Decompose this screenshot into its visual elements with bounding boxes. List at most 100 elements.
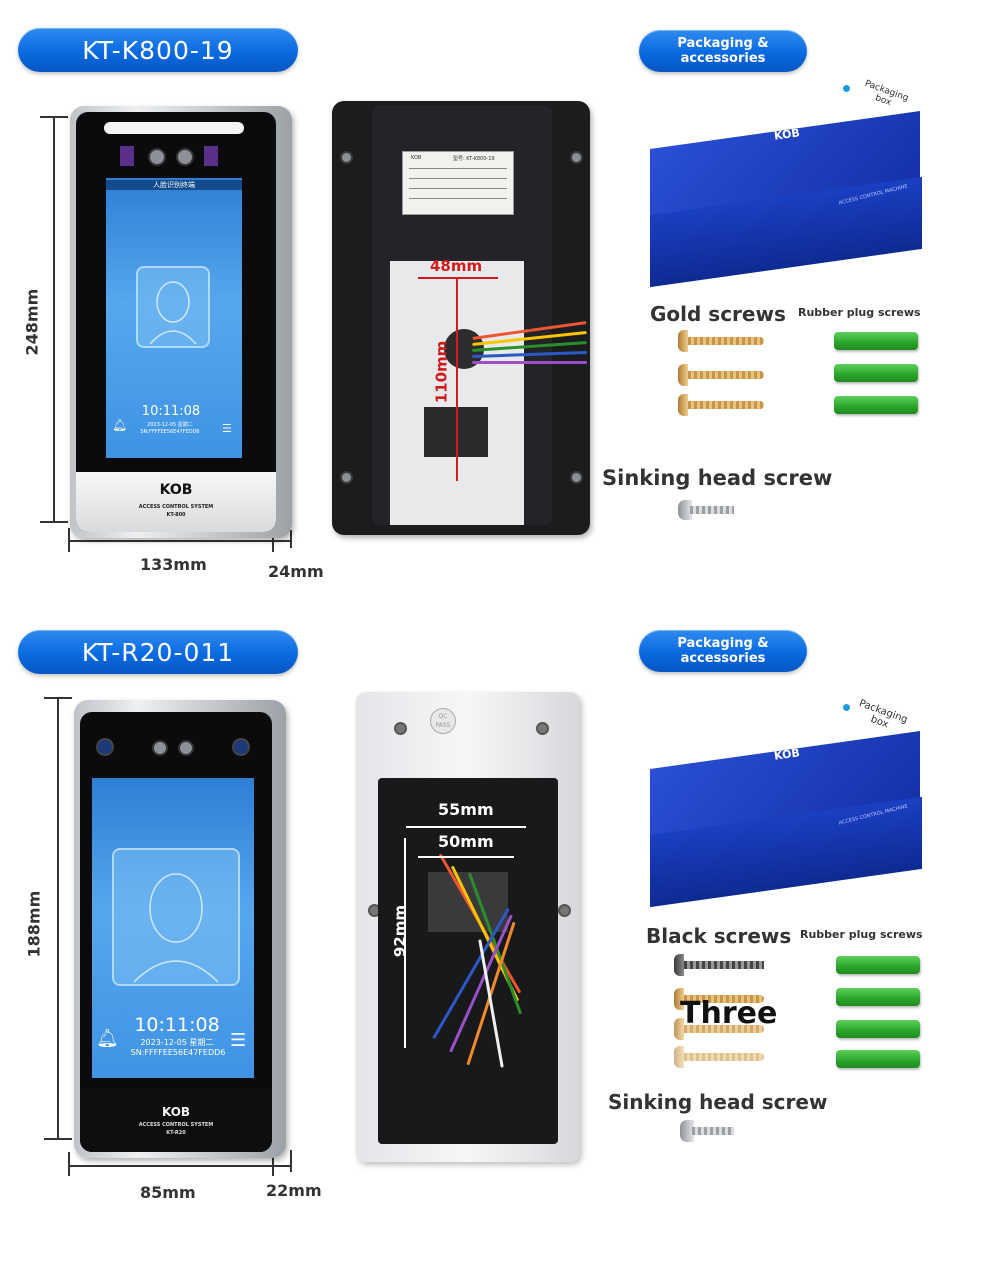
screw-hole xyxy=(536,722,549,735)
dimension-tick xyxy=(272,1152,274,1176)
gold-screw-icon xyxy=(674,1018,684,1040)
gold-screw-icon xyxy=(684,995,764,1003)
screw-hole xyxy=(558,904,571,917)
device-brand: KOB xyxy=(159,482,193,498)
wire xyxy=(472,361,587,364)
device-model-small: KT-R20 xyxy=(166,1130,186,1136)
device-caption: ACCESS CONTROL SYSTEM xyxy=(138,504,214,510)
black-screw-icon xyxy=(674,954,684,976)
device-screen: 人脸识别终端 10:11:08 2023-12-05 星期二 SN:FFFFEE… xyxy=(106,178,242,458)
sinking-screw-icon xyxy=(692,1127,734,1135)
dim-line-white xyxy=(418,856,514,858)
device-front-face: 人脸识别终端 10:11:08 2023-12-05 星期二 SN:FFFFEE… xyxy=(76,112,276,532)
sinking-screw-title: Sinking head screw xyxy=(602,466,833,490)
black-screw-icon xyxy=(684,961,764,969)
height-dimension-label: 188mm xyxy=(24,890,44,958)
sticker-line xyxy=(409,188,507,189)
face-recognition-box xyxy=(112,848,240,986)
gold-screw-icon xyxy=(674,1046,684,1068)
gold-screw-icon xyxy=(678,364,688,386)
depth-dimension-line xyxy=(272,540,292,542)
mounting-plate: QC PASS 55mm 50mm 92mm xyxy=(356,692,580,1162)
gold-screw-icon xyxy=(684,1025,764,1033)
device-bottom-band xyxy=(80,1088,272,1152)
gold-screw-icon xyxy=(688,337,764,345)
bell-icon: 🔔︎ xyxy=(96,1028,119,1049)
dimension-tick xyxy=(44,697,72,699)
sticker-line xyxy=(409,168,507,169)
back-height-dim: 92mm xyxy=(391,904,410,958)
ir-sensor-icon xyxy=(120,146,134,166)
bell-icon: 🔔︎ xyxy=(112,418,128,432)
dimension-tick xyxy=(68,1152,70,1176)
screw-hole xyxy=(340,151,353,164)
device-caption: ACCESS CONTROL SYSTEM xyxy=(138,1122,214,1128)
dim-line-white xyxy=(406,826,526,828)
dimension-tick xyxy=(290,530,292,548)
serial-number: SN:FFFFEE56E47FEDD6 xyxy=(140,429,200,435)
sinking-screw-title: Sinking head screw xyxy=(608,1090,828,1114)
back-panel-inner xyxy=(378,778,558,1144)
face-recognition-box xyxy=(136,266,210,348)
back-outer-width-dim: 55mm xyxy=(438,800,494,819)
clock-date: 2023-12-05 星期二 xyxy=(140,1038,214,1047)
camera-icon xyxy=(152,740,168,756)
screws-title: Gold screws xyxy=(650,302,786,326)
camera-icon xyxy=(96,738,114,756)
clock-time: 10:11:08 xyxy=(134,1014,220,1036)
camera-icon xyxy=(232,738,250,756)
dimension-tick xyxy=(40,116,68,118)
menu-icon: ☰ xyxy=(222,422,232,435)
gold-screw-icon xyxy=(688,401,764,409)
sinking-screw-icon xyxy=(690,506,734,514)
model-title-pill: KT-K800-19 xyxy=(18,28,298,72)
dimension-tick xyxy=(40,521,68,523)
serial-number: SN:FFFFEE56E47FEDD6 xyxy=(130,1048,226,1057)
screw-hole xyxy=(570,471,583,484)
dimension-tick xyxy=(68,528,70,552)
rubber-plug-icon xyxy=(836,1020,920,1038)
sticker-line xyxy=(409,178,507,179)
packaging-box: KOB ACCESS CONTROL MACHINE xyxy=(650,716,922,908)
dim-line-red xyxy=(418,277,498,279)
sticker-brand: KOB xyxy=(411,155,422,161)
box-label-dot xyxy=(843,85,850,92)
clock-time: 10:11:08 xyxy=(141,404,201,419)
sticker-line xyxy=(409,198,507,199)
device-brand: KOB xyxy=(161,1105,191,1119)
sticker-model: 型号: KT-K800-19 xyxy=(453,156,495,162)
depth-dimension-label: 22mm xyxy=(266,1181,322,1200)
width-dimension-line xyxy=(68,540,274,542)
width-dimension-label: 85mm xyxy=(140,1183,196,1202)
face-scan-icon xyxy=(149,281,197,345)
rubber-plug-icon xyxy=(836,956,920,974)
rubber-plug-icon xyxy=(834,332,918,350)
back-inner-width-dim: 50mm xyxy=(438,832,494,851)
gold-screw-icon xyxy=(674,988,684,1010)
product-sticker: 型号: KT-K800-19 KOB xyxy=(402,151,514,215)
clock-date: 2023-12-05 星期二 xyxy=(147,422,193,428)
plugs-title: Rubber plug screws xyxy=(800,928,923,941)
gold-screw-icon xyxy=(678,330,688,352)
mounting-plate: 型号: KT-K800-19 KOB 48mm 110mm xyxy=(332,101,590,535)
camera-icon xyxy=(148,148,166,166)
gold-screw-icon xyxy=(678,394,688,416)
camera-icon xyxy=(176,148,194,166)
screen-title: 人脸识别终端 xyxy=(106,180,242,190)
gold-screw-icon xyxy=(688,371,764,379)
sinking-screw-icon xyxy=(680,1120,694,1142)
width-dimension-label: 133mm xyxy=(140,555,207,574)
box-label-dot xyxy=(843,704,850,711)
packaging-accessories-pill: Packaging & accessories xyxy=(639,30,807,72)
rubber-plug-icon xyxy=(836,988,920,1006)
width-dimension-line xyxy=(68,1165,274,1167)
camera-icon xyxy=(178,740,194,756)
back-height-dim: 110mm xyxy=(432,340,451,404)
rubber-plug-icon xyxy=(834,364,918,382)
model-title-pill: KT-R20-011 xyxy=(18,630,298,674)
screws-title: Black screws xyxy=(646,924,792,948)
screw-hole xyxy=(340,471,353,484)
dimension-tick xyxy=(290,1150,292,1172)
ir-sensor-icon xyxy=(204,146,218,166)
device-bottom-band xyxy=(76,472,276,532)
